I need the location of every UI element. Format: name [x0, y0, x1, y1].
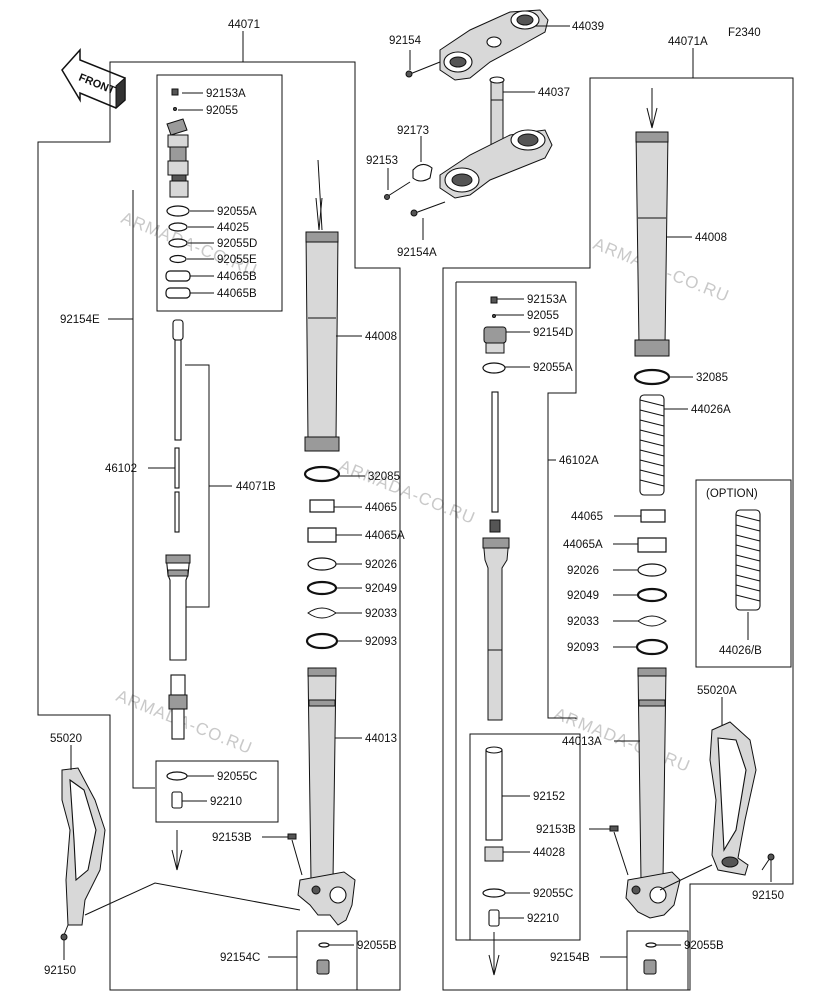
label-44037: 44037 — [538, 87, 570, 99]
left-lower-parts — [166, 771, 188, 871]
label-92154B: 92154B — [550, 952, 590, 964]
spacer-92152 — [485, 746, 503, 841]
label-92055B-left: 92055B — [357, 940, 397, 952]
label-92153: 92153 — [366, 155, 398, 167]
label-92153B-right: 92153B — [536, 824, 576, 836]
label-92154: 92154 — [389, 35, 422, 47]
label-44013A: 44013A — [562, 736, 602, 748]
label-44026A: 44026A — [691, 404, 731, 416]
label-92055-right: 92055 — [527, 310, 559, 322]
option-label: (OPTION) — [706, 488, 758, 500]
label-92210-left: 92210 — [210, 796, 242, 808]
lower-triple-clamp — [439, 129, 553, 199]
label-92055E: 92055E — [217, 254, 257, 266]
cartridge-44071B — [165, 554, 191, 740]
inner-tube-44013 — [297, 667, 356, 926]
label-44065B-2: 44065B — [217, 288, 257, 300]
label-92049-right: 92049 — [567, 590, 599, 602]
label-46102: 46102 — [105, 463, 137, 475]
left-drain-parts — [316, 942, 330, 975]
leader-lines — [63, 25, 772, 960]
label-92153B-left: 92153B — [212, 832, 252, 844]
label-44071: 44071 — [228, 19, 260, 31]
label-92154D: 92154D — [533, 327, 573, 339]
label-92049-left: 92049 — [365, 583, 397, 595]
label-46102A: 46102A — [559, 455, 599, 467]
label-92055A-left: 92055A — [217, 206, 257, 218]
label-44065B-1: 44065B — [217, 271, 257, 283]
front-arrow: FRONT — [61, 48, 126, 110]
label-44025: 44025 — [217, 222, 249, 234]
label-44026B: 44026/B — [719, 645, 762, 657]
label-92153A-right: 92153A — [527, 294, 567, 306]
inner-tube-44013A — [625, 667, 681, 919]
damper-rod-46102 — [172, 319, 184, 533]
bolt-92154 — [405, 61, 441, 78]
part-labels: 44071 44071A 44039 92154 44037 92173 921… — [44, 19, 784, 977]
label-92055A-right: 92055A — [533, 362, 573, 374]
label-92093-right: 92093 — [567, 642, 599, 654]
label-92093-left: 92093 — [365, 636, 397, 648]
fork-guard-55020 — [60, 767, 106, 941]
label-44039: 44039 — [572, 21, 604, 33]
label-44065-right: 44065 — [571, 511, 603, 523]
label-92055C-left: 92055C — [217, 771, 257, 783]
label-92055D: 92055D — [217, 238, 257, 250]
label-92153A-left: 92153A — [206, 88, 246, 100]
right-drain-parts — [643, 942, 657, 975]
label-92154A: 92154A — [397, 247, 437, 259]
right-seal-stack — [633, 368, 671, 656]
label-92210-right: 92210 — [527, 913, 559, 925]
label-92173: 92173 — [397, 125, 429, 137]
label-55020: 55020 — [50, 733, 82, 745]
label-92033-left: 92033 — [365, 608, 397, 620]
label-92033-right: 92033 — [567, 616, 599, 628]
label-92154C: 92154C — [220, 952, 260, 964]
left-seal-stack — [303, 465, 341, 650]
label-32085-right: 32085 — [696, 372, 728, 384]
right-cap-parts — [482, 296, 507, 374]
label-44071B: 44071B — [236, 481, 276, 493]
label-92055-left: 92055 — [206, 105, 238, 117]
diagram-code: F2340 — [728, 27, 761, 39]
watermark: ARMADA-CO.RU — [337, 456, 479, 528]
bolt-92154A — [410, 201, 446, 217]
bolt-92153B-left — [287, 833, 303, 876]
label-44065-left: 44065 — [365, 502, 397, 514]
outer-tube-44008-right — [634, 88, 670, 357]
bolt-92153B-right — [609, 825, 629, 876]
outer-tube-44008-left — [304, 159, 340, 452]
clamp-92173 — [412, 163, 433, 182]
label-44008-left: 44008 — [365, 331, 397, 343]
label-92055C-right: 92055C — [533, 888, 573, 900]
spring-44026A — [639, 394, 665, 496]
label-92154E: 92154E — [60, 314, 100, 326]
label-92150-right: 92150 — [752, 890, 784, 902]
right-lower-cartridge-parts — [482, 846, 506, 976]
label-44065A-right: 44065A — [563, 539, 603, 551]
left-cap-parts — [165, 88, 191, 299]
label-44028: 44028 — [533, 847, 565, 859]
label-44065A-left: 44065A — [365, 530, 405, 542]
option-spring-44026B — [735, 509, 761, 611]
damper-rod-46102A — [482, 391, 510, 721]
label-44008-right: 44008 — [695, 232, 727, 244]
label-44071A: 44071A — [668, 36, 708, 48]
upper-triple-clamp-44039 — [439, 9, 549, 81]
label-92026-right: 92026 — [567, 565, 599, 577]
label-92055B-right: 92055B — [684, 940, 724, 952]
label-44013: 44013 — [365, 733, 397, 745]
label-55020A: 55020A — [697, 685, 737, 697]
label-92152: 92152 — [533, 791, 565, 803]
fork-guard-55020A — [709, 721, 775, 876]
label-92026-left: 92026 — [365, 559, 397, 571]
label-32085-left: 32085 — [368, 471, 400, 483]
label-92150-left: 92150 — [44, 965, 76, 977]
bolt-92153 — [384, 181, 411, 200]
